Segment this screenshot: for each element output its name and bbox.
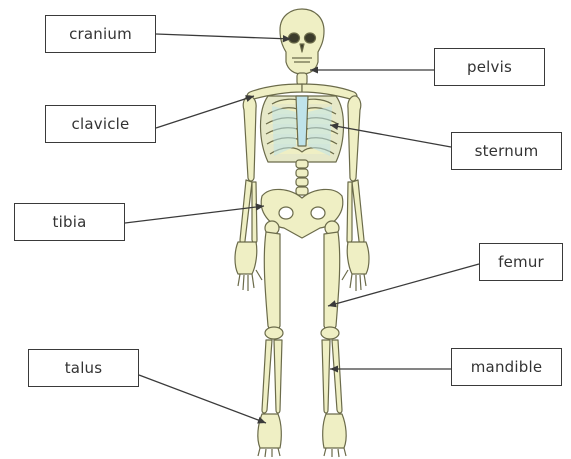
label-mandible: mandible [451, 348, 562, 386]
label-sternum: sternum [451, 132, 562, 170]
leader-line-clavicle [156, 96, 254, 128]
sternum-bone [296, 96, 308, 146]
right-leg [321, 221, 346, 457]
rib-cage [261, 96, 344, 162]
label-femur: femur [479, 243, 563, 281]
right-arm [342, 96, 369, 291]
leader-line-talus [139, 375, 266, 423]
label-tibia: tibia [14, 203, 125, 241]
label-talus: talus [28, 349, 139, 387]
left-arm [235, 96, 262, 291]
label-cranium: cranium [45, 15, 156, 53]
leader-line-cranium [156, 34, 291, 39]
neck-vertebrae [297, 73, 307, 85]
skull [280, 9, 324, 74]
leader-line-sternum [330, 125, 451, 147]
spine [296, 160, 308, 195]
label-clavicle: clavicle [45, 105, 156, 143]
label-pelvis: pelvis [434, 48, 545, 86]
